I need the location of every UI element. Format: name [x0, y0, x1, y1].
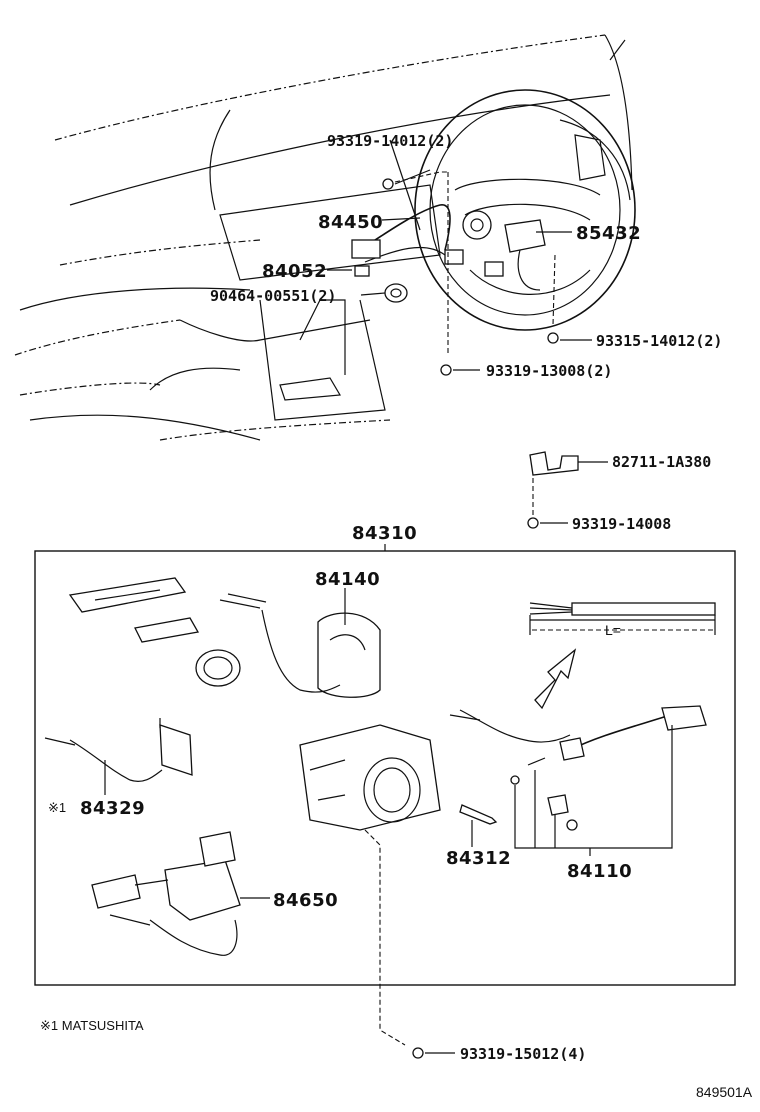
- dashboard-outline: [14, 34, 633, 441]
- label-84310: 84310: [352, 523, 417, 544]
- screw-bottom: [364, 829, 455, 1059]
- screws-top: [382, 171, 559, 376]
- cruise-switch-85432: [484, 219, 546, 291]
- label-84650: 84650: [273, 890, 338, 911]
- label-90464-00551: 90464-00551(2): [210, 287, 336, 305]
- switch-body: [299, 724, 441, 831]
- clip-90464: [384, 283, 408, 303]
- label-93319-13008: 93319-13008(2): [486, 362, 612, 380]
- label-93319-15012: 93319-15012(4): [460, 1045, 586, 1063]
- spiral-cable-84140: [219, 588, 381, 698]
- diagram-code: 849501A: [696, 1084, 753, 1100]
- footnote: ※1 MATSUSHITA: [40, 1018, 144, 1033]
- label-93315-14012: 93315-14012(2): [596, 332, 722, 350]
- label-84329-mark: ※1: [48, 800, 66, 815]
- label-85432: 85432: [576, 223, 641, 244]
- pin-84312: [459, 804, 498, 847]
- bracket-82711: [527, 451, 608, 529]
- label-84450: 84450: [318, 212, 383, 233]
- wire-length-detail: [529, 602, 716, 710]
- label-93319-14008: 93319-14008: [572, 515, 671, 533]
- label-93319-14012: 93319-14012(2): [327, 132, 453, 150]
- label-84329: 84329: [80, 798, 145, 819]
- harness-84450: [351, 204, 464, 277]
- label-84052: 84052: [262, 261, 327, 282]
- label-84110: 84110: [567, 861, 632, 882]
- label-84312: 84312: [446, 848, 511, 869]
- assembly-box: [34, 550, 736, 986]
- steering-wheel: [414, 89, 636, 331]
- label-82711-1A380: 82711-1A380: [612, 453, 711, 471]
- label-length: L=: [605, 622, 621, 638]
- switch-84650: [91, 831, 270, 956]
- leaders-top: [327, 169, 592, 371]
- sensor-84329: [44, 718, 193, 795]
- lever-84110: [449, 705, 707, 856]
- label-84140: 84140: [315, 569, 380, 590]
- connector-block: [68, 577, 241, 687]
